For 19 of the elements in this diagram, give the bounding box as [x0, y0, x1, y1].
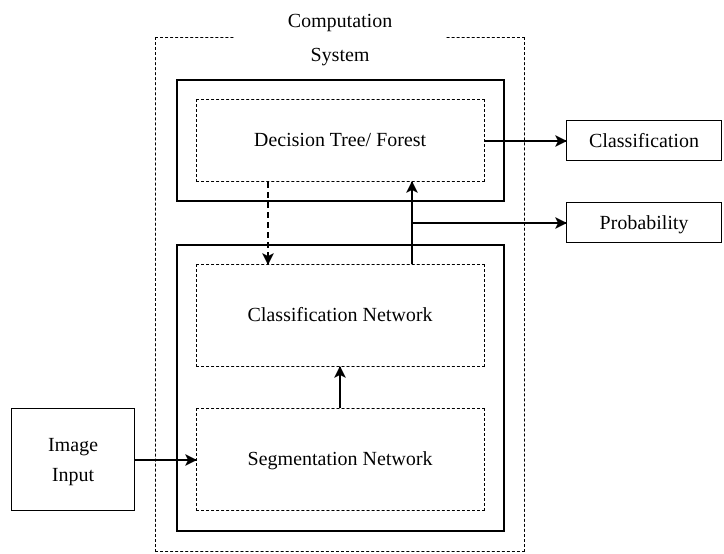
node-label: Probability	[598, 210, 690, 236]
arrow	[262, 182, 274, 265]
module-box	[196, 98, 484, 182]
arrow	[334, 366, 346, 408]
node-label: Classification Network	[246, 303, 434, 328]
process-box	[11, 408, 135, 511]
container-box	[176, 244, 504, 532]
process-box	[566, 202, 722, 243]
node-label: Image Input	[47, 432, 99, 488]
node-label: Segmentation Network	[246, 447, 434, 472]
module-box	[196, 264, 484, 366]
arrow	[485, 135, 567, 147]
container-box	[176, 78, 504, 202]
node-label: Classification	[588, 128, 700, 154]
arrow	[411, 217, 567, 264]
process-box	[566, 120, 722, 161]
node-label: Decision Tree/ Forest	[252, 128, 428, 153]
arrow	[135, 454, 197, 466]
module-box	[196, 408, 484, 510]
